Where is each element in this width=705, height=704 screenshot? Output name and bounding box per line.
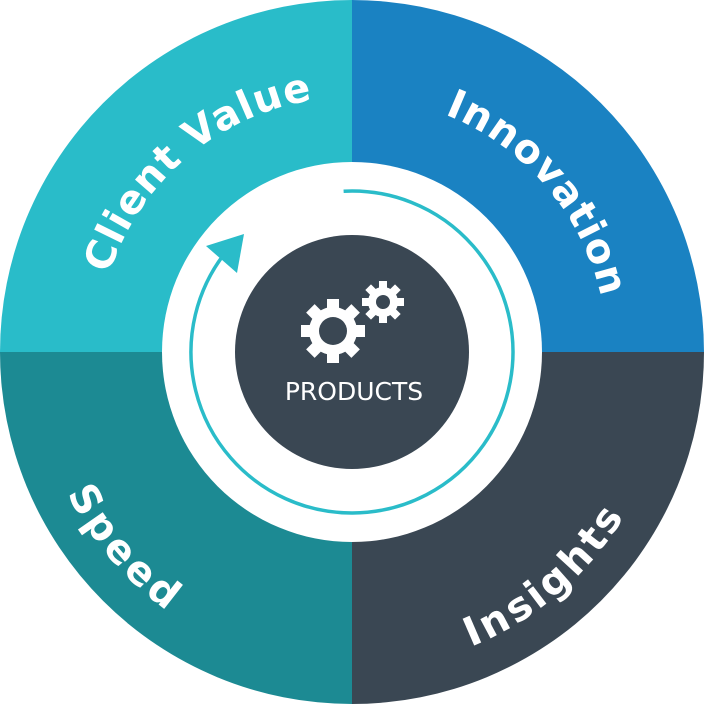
- small-gear-icon: [362, 281, 404, 323]
- cycle-arrow-head-icon: [206, 234, 244, 273]
- large-gear-icon: [301, 299, 365, 363]
- center-label: PRODUCTS: [285, 377, 423, 406]
- cycle-arrow-arc: [189, 189, 515, 515]
- gears-icon: [301, 281, 404, 363]
